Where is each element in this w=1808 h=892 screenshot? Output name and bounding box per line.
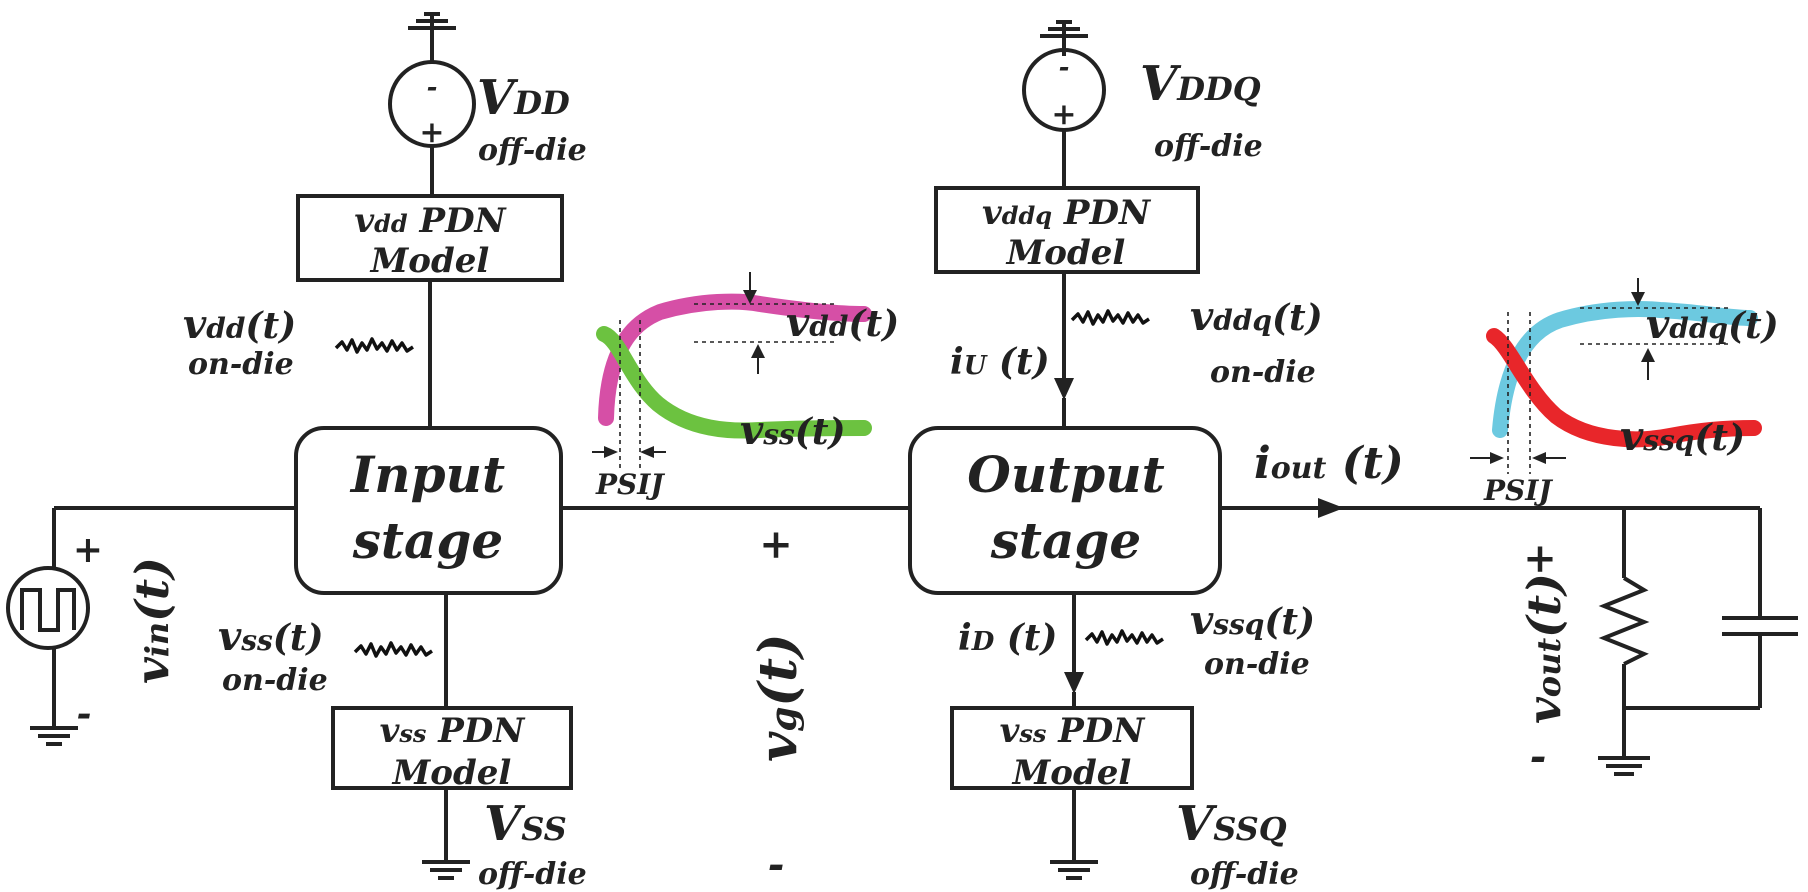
vdd-noise-icon [334,337,414,354]
vddq-source-minus: - [1059,53,1070,83]
vout-plus: + [1523,535,1557,582]
vout-minus: - [1530,733,1547,780]
pdn-vss-in-box: vss PDN Model [331,706,573,793]
vg-label: vg(t) [748,633,809,762]
vddq-source-location: off-die [1154,129,1263,164]
input-stage-box: Input stage [294,426,563,595]
vdd-source-plus: + [419,115,444,150]
vg-node: + - vg(t) [561,506,910,888]
inset-output-psij: PSIJ [1483,474,1553,507]
vss-in-ground-icon [422,860,470,880]
vss-noise-icon [353,641,433,658]
vin-plus: + [73,529,103,571]
output-waveform-inset: vddq(t) vssq(t) PSIJ [1470,278,1779,507]
capacitor-icon [1722,616,1798,636]
vssq-ground-icon [1050,860,1098,880]
output-stage-line2: stage [990,511,1141,570]
vddq-source-label: VDDQ [1140,56,1261,112]
vdd-ondie-location: on-die [188,347,294,382]
vg-plus: + [759,521,793,568]
vddq-top-ground-icon [1040,20,1088,38]
psij-input-arrows-icon [592,446,666,458]
vdd-ondie-label: vdd(t) [183,301,296,348]
vssq-waveform [1486,328,1762,448]
vout-ground-icon [1598,756,1650,776]
input-stage-line1: Input [349,445,505,504]
vin-source: + - vin(t) [6,506,296,746]
iout-label: iout (t) [1254,438,1404,489]
inset-input-psij: PSIJ [595,468,665,501]
pdn-vddq-box: vddq PDN Model [934,186,1200,274]
vss-waveform [596,326,872,439]
vdd-top-ground-icon [408,12,456,30]
pdn-vss-in-line2: Model [392,753,512,793]
vin-ground-icon [30,726,78,746]
vddq-ondie-label: vddq(t) [1190,293,1323,340]
resistor-icon [1598,576,1650,666]
iu-arrow-icon [1054,378,1074,400]
psij-output-arrows-icon [1470,452,1566,464]
input-stage-line2: stage [352,511,503,570]
vss-branch: vss(t) on-die vss PDN Model VSS off-die [218,593,587,892]
vssq-ondie-label: vssq(t) [1190,597,1315,644]
vdd-source-label: VDD [477,70,570,126]
vss-ondie-location: on-die [222,663,328,698]
iu-label: iU (t) [950,341,1050,383]
vddq-source-plus: + [1051,97,1076,132]
vddq-source-icon: - + [1022,48,1106,132]
pdn-vss-out-line1: vss PDN [1000,711,1147,751]
inset-output-vddq-label: vddq(t) [1646,301,1779,348]
vss-supply-label: VSS [484,796,567,852]
pdn-vdd-box: vdd PDN Model [296,194,564,282]
vss-ondie-label: vss(t) [218,613,323,660]
vddq-branch: - + VDDQ off-die vddq PDN Model iU (t) v… [934,20,1323,428]
pdn-vddq-line1: vddq PDN [982,193,1152,233]
vssq-noise-icon [1084,629,1164,646]
id-arrow-icon [1064,672,1084,694]
vg-minus: - [768,841,785,888]
pdn-vss-out-line2: Model [1012,753,1132,793]
pdn-vss-out-box: vss PDN Model [950,706,1194,793]
inset-input-vss-label: vss(t) [740,407,845,454]
vddq-droop-arrows-icon [1631,278,1655,380]
vin-minus: - [77,693,92,735]
vout-label: vout(t) [1517,573,1571,724]
input-waveform-inset: vdd(t) vss(t) PSIJ [592,272,899,501]
inset-input-vdd-label: vdd(t) [786,299,899,346]
vdd-source-icon: - + [388,60,476,150]
vddq-ondie-location: on-die [1210,355,1316,390]
vdd-waveform [598,293,872,426]
vssq-supply-location: off-die [1190,857,1299,892]
pdn-vss-in-line1: vss PDN [380,711,527,751]
output-stage-box: Output stage [908,426,1222,595]
iout-arrow-icon [1318,498,1344,518]
pdn-vdd-line1: vdd PDN [354,201,507,241]
vdd-source-location: off-die [478,133,587,168]
pdn-vddq-line2: Model [1006,233,1126,273]
vssq-supply-label: VSSQ [1176,796,1287,852]
square-wave-source-icon [6,566,90,650]
output-load: iout (t) + - vout(t) [1220,438,1798,780]
vssq-ondie-location: on-die [1204,647,1310,682]
inset-output-vssq-label: vssq(t) [1620,413,1745,460]
vdd-branch: - + VDD off-die vdd PDN Model vdd(t) on-… [183,12,587,428]
vin-label: vin(t) [125,557,179,684]
vddq-noise-icon [1070,309,1150,326]
vdd-source-minus: - [427,73,438,103]
vssq-branch: iD (t) vssq(t) on-die vss PDN Model VSSQ… [950,593,1315,892]
vdd-droop-arrows-icon [743,272,765,374]
pdn-vdd-line2: Model [370,241,490,281]
vss-supply-location: off-die [478,857,587,892]
id-label: iD (t) [958,617,1057,659]
output-stage-line1: Output [967,445,1164,504]
